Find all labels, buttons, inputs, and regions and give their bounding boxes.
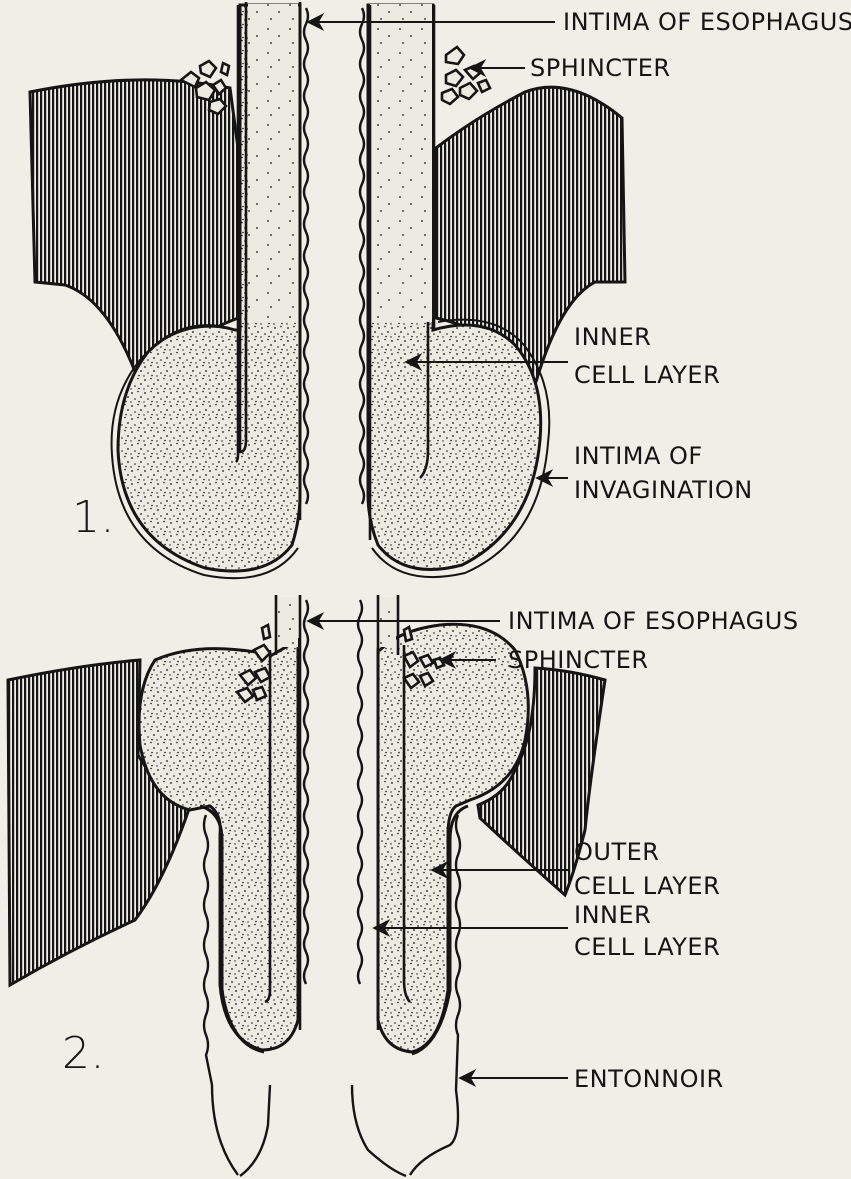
fig1-sphincter-right bbox=[442, 47, 490, 104]
fig1-number: 1. bbox=[72, 492, 115, 543]
fig2-left-wavy-intima bbox=[304, 600, 308, 984]
fig1-left-wavy-intima bbox=[304, 8, 308, 504]
fig1-label-intima-invagination-2: INVAGINATION bbox=[574, 476, 753, 504]
fig1-right-esophagus-fill bbox=[370, 4, 432, 322]
fig1-label-intima-esophagus: INTIMA OF ESOPHAGUS bbox=[563, 8, 851, 36]
fig2-label-outer-cell-1: OUTER bbox=[574, 838, 659, 866]
fig2-label-intima-esophagus: INTIMA OF ESOPHAGUS bbox=[508, 607, 799, 635]
fig1-right-wavy-intima bbox=[360, 8, 364, 504]
figure-1 bbox=[30, 2, 625, 578]
fig2-label-inner-cell-2: CELL LAYER bbox=[574, 933, 720, 961]
fig2-right-wavy-intima bbox=[358, 600, 362, 984]
fig2-number: 2. bbox=[62, 1028, 105, 1079]
fig1-label-sphincter: SPHINCTER bbox=[530, 54, 671, 82]
fig2-label-inner-cell-1: INNER bbox=[574, 901, 651, 929]
fig2-label-sphincter: SPHINCTER bbox=[508, 646, 649, 674]
fig1-label-intima-invagination-1: INTIMA OF bbox=[574, 442, 703, 470]
fig2-entonnoir-inner-left bbox=[240, 1085, 270, 1176]
fig2-left-tube-fill bbox=[278, 597, 298, 647]
fig1-left-esophagus-fill bbox=[248, 4, 298, 322]
fig2-entonnoir-inner-right bbox=[352, 1085, 406, 1176]
fig2-label-entonnoir: ENTONNOIR bbox=[574, 1065, 724, 1093]
figure-2 bbox=[8, 595, 605, 1176]
fig1-label-inner-cell-2: CELL LAYER bbox=[574, 361, 720, 389]
fig2-label-outer-cell-2: CELL LAYER bbox=[574, 872, 720, 900]
fig1-label-inner-cell-1: INNER bbox=[574, 323, 651, 351]
